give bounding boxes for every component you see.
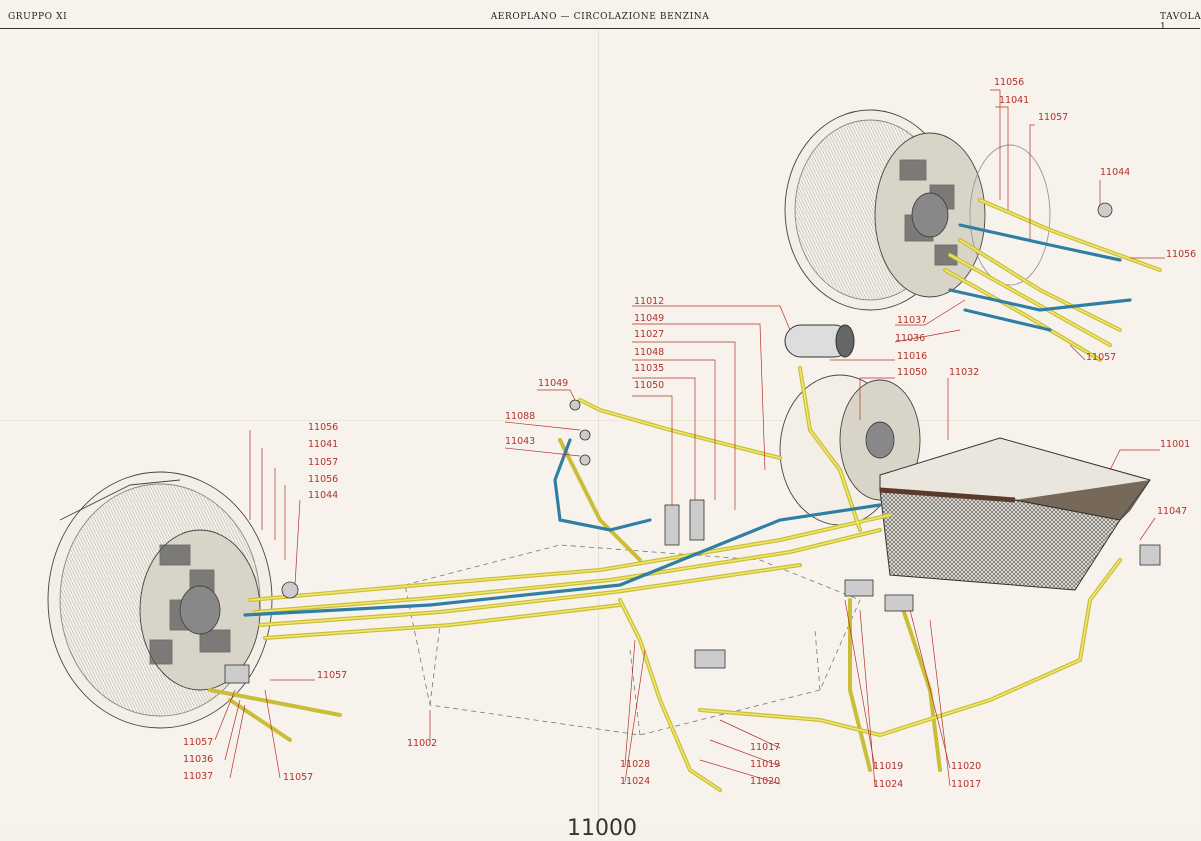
part-label-11043: 11043 bbox=[505, 436, 536, 447]
part-label-11050: 11050 bbox=[634, 380, 665, 391]
part-label-11056: 11056 bbox=[308, 474, 339, 485]
part-label-11019: 11019 bbox=[873, 761, 904, 772]
part-label-11047: 11047 bbox=[1157, 506, 1188, 517]
header-title: AEROPLANO — CIRCOLAZIONE BENZINA bbox=[490, 12, 710, 22]
plate-number: 11000 bbox=[567, 816, 637, 841]
part-label-11088: 11088 bbox=[505, 411, 536, 422]
part-label-11044: 11044 bbox=[308, 490, 339, 501]
part-label-11056: 11056 bbox=[308, 422, 339, 433]
part-label-11035: 11035 bbox=[634, 363, 665, 374]
header-rule bbox=[0, 28, 1200, 29]
part-label-11056: 11056 bbox=[994, 77, 1025, 88]
part-label-11036: 11036 bbox=[895, 333, 926, 344]
part-label-11057: 11057 bbox=[283, 772, 314, 783]
header-plate-label: TAVOLA 1 bbox=[1160, 12, 1201, 32]
part-label-11024: 11024 bbox=[620, 776, 651, 787]
auxiliary-cylinder-tank bbox=[784, 324, 855, 358]
part-label-11056: 11056 bbox=[1166, 249, 1197, 260]
fuel-lines-yellow-highlight bbox=[249, 199, 1161, 791]
part-label-11050: 11050 bbox=[897, 367, 928, 378]
main-fuel-tank bbox=[879, 437, 1151, 591]
part-label-11002: 11002 bbox=[407, 738, 438, 749]
part-label-11057: 11057 bbox=[1086, 352, 1117, 363]
fuselage-floor-outline bbox=[404, 544, 861, 736]
part-label-11057: 11057 bbox=[317, 670, 348, 681]
part-label-11020: 11020 bbox=[750, 776, 781, 787]
part-label-11001: 11001 bbox=[1160, 439, 1191, 450]
part-label-11024: 11024 bbox=[873, 779, 904, 790]
part-label-11044: 11044 bbox=[1100, 167, 1131, 178]
part-label-11041: 11041 bbox=[999, 95, 1030, 106]
part-label-11017: 11017 bbox=[951, 779, 982, 790]
leader-lines bbox=[214, 89, 1165, 787]
right-upper-engine bbox=[784, 109, 1051, 311]
part-label-11037: 11037 bbox=[897, 315, 928, 326]
part-label-11016: 11016 bbox=[897, 351, 928, 362]
part-label-11057: 11057 bbox=[308, 457, 339, 468]
part-label-11017: 11017 bbox=[750, 742, 781, 753]
part-label-11036: 11036 bbox=[183, 754, 214, 765]
part-label-11028: 11028 bbox=[620, 759, 651, 770]
part-label-11037: 11037 bbox=[183, 771, 214, 782]
part-label-11032: 11032 bbox=[949, 367, 980, 378]
part-label-11049: 11049 bbox=[538, 378, 569, 389]
fuel-pumps bbox=[224, 202, 1161, 684]
part-label-11012: 11012 bbox=[634, 296, 665, 307]
part-label-11048: 11048 bbox=[634, 347, 665, 358]
part-label-11020: 11020 bbox=[951, 761, 982, 772]
left-engine bbox=[47, 471, 273, 729]
part-label-11057: 11057 bbox=[183, 737, 214, 748]
vertical-fold-crease bbox=[598, 30, 599, 828]
fuel-lines-blue bbox=[243, 223, 1132, 617]
header-group-label: GRUPPO XI bbox=[8, 12, 68, 22]
part-label-11049: 11049 bbox=[634, 313, 665, 324]
part-label-11019: 11019 bbox=[750, 759, 781, 770]
part-label-11041: 11041 bbox=[308, 439, 339, 450]
part-label-11057: 11057 bbox=[1038, 112, 1069, 123]
part-label-11027: 11027 bbox=[634, 329, 665, 340]
horizontal-fold-crease bbox=[0, 420, 1200, 421]
